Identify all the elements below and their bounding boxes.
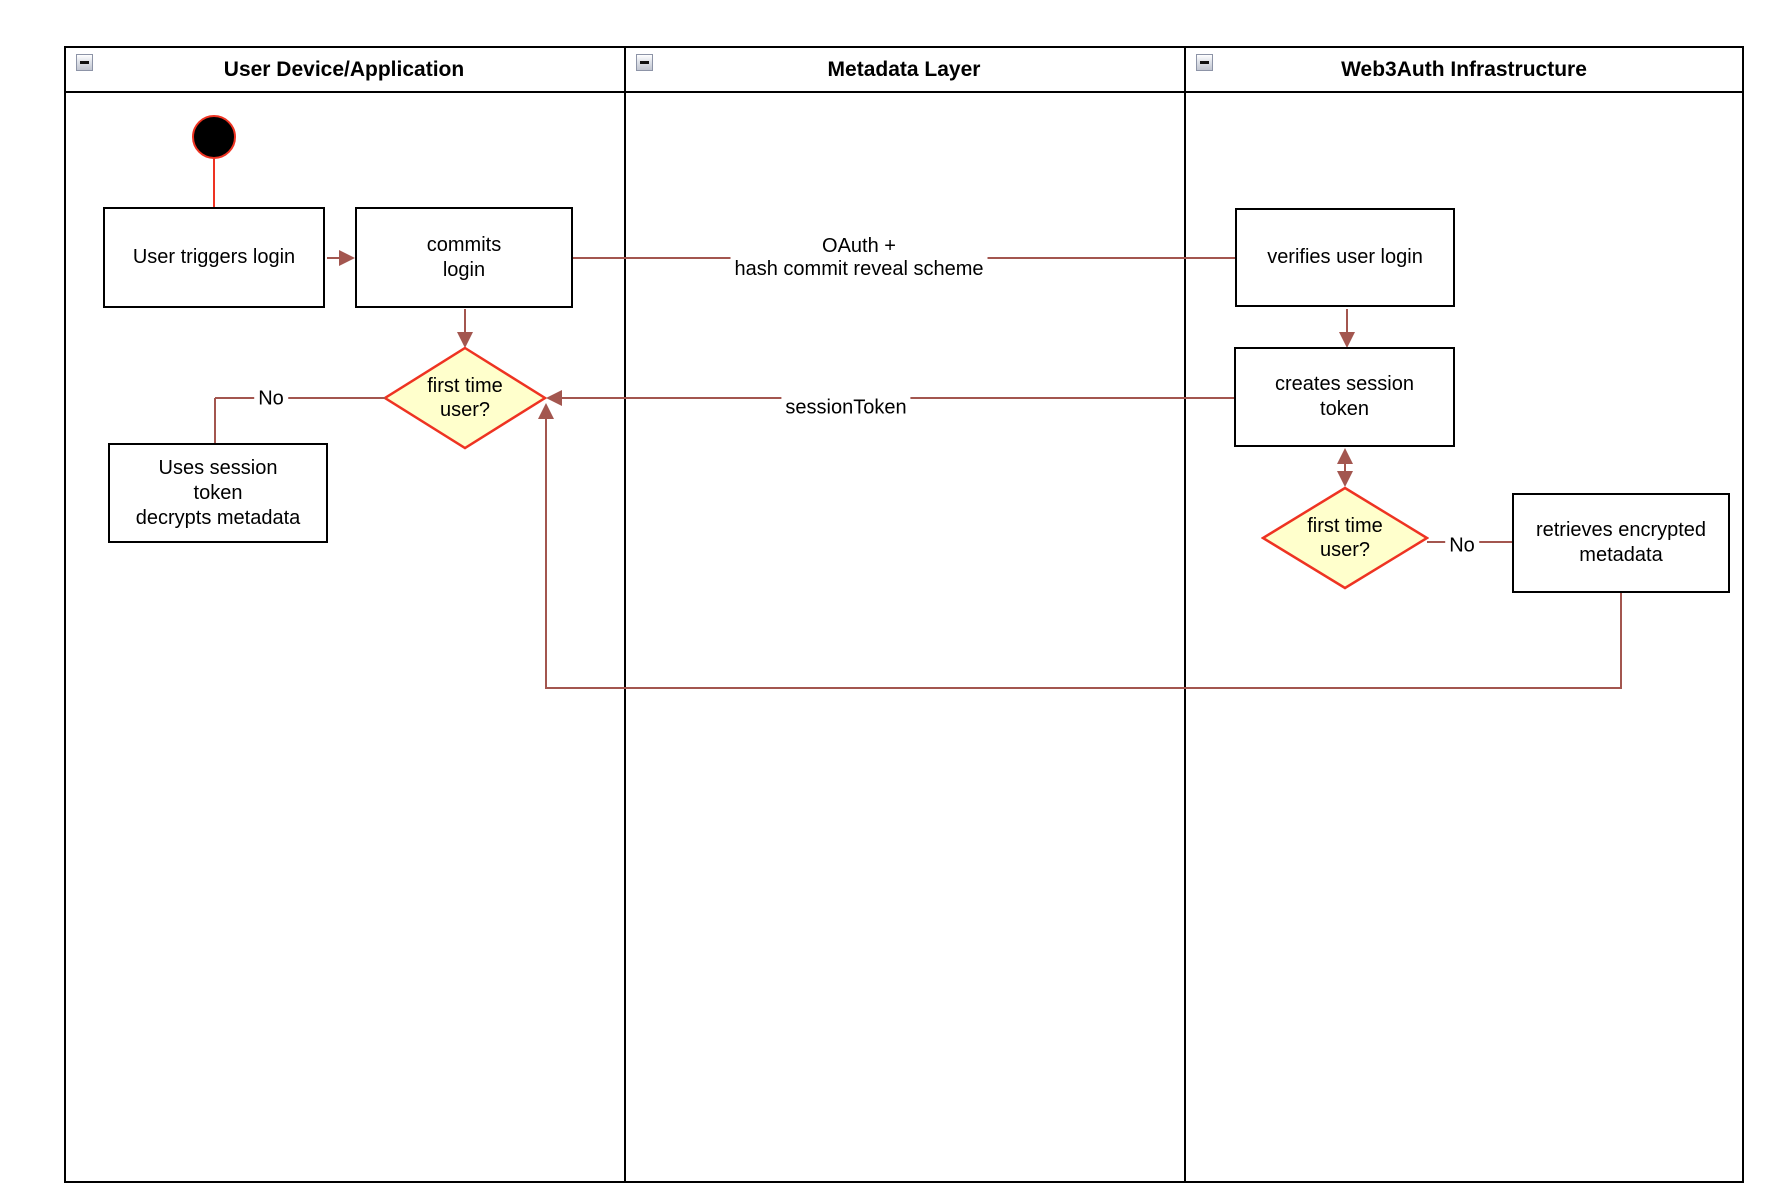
node-label: creates session token <box>1275 373 1414 420</box>
edge-no-device-vertical <box>214 398 216 444</box>
edge-start-to-user-triggers <box>213 159 215 207</box>
lane-separator-1 <box>624 46 626 1183</box>
collapse-icon[interactable] <box>76 54 93 71</box>
edge-label-no-device: No <box>254 386 288 412</box>
node-retrieves-encrypted-metadata[interactable]: retrieves encrypted metadata <box>1512 493 1730 593</box>
lane-separator-2 <box>1184 46 1186 1183</box>
decision-first-time-user-device[interactable]: first time user? <box>383 346 547 450</box>
arrowhead-down-icon <box>457 332 473 348</box>
minus-glyph <box>80 61 89 64</box>
edge-user-triggers-to-commits <box>327 257 339 259</box>
arrowhead-up-icon <box>538 403 554 419</box>
node-label: first time user? <box>427 375 503 421</box>
edge-label-oauth: OAuth + hash commit reveal scheme <box>730 234 988 282</box>
lane-header-user-device[interactable]: User Device/Application <box>223 58 465 81</box>
arrowhead-left-icon <box>546 390 562 406</box>
edge-commits-to-decision <box>464 309 466 332</box>
node-commits-login[interactable]: commits login <box>355 207 573 308</box>
node-verifies-user-login[interactable]: verifies user login <box>1235 208 1455 307</box>
edge-feedback-horizontal <box>545 687 1622 689</box>
start-node[interactable] <box>192 115 236 159</box>
node-creates-session-token[interactable]: creates session token <box>1234 347 1455 447</box>
edge-label-no-web3auth: No <box>1445 533 1479 559</box>
node-label: verifies user login <box>1267 246 1423 268</box>
arrowhead-down-icon <box>1339 332 1355 348</box>
arrowhead-down-icon <box>1337 471 1353 487</box>
edge-feedback-up <box>545 419 547 689</box>
lane-header-web3auth[interactable]: Web3Auth Infrastructure <box>1341 58 1587 81</box>
edge-creates-to-decision <box>1344 461 1346 475</box>
node-label: User triggers login <box>132 246 296 268</box>
minus-glyph <box>640 61 649 64</box>
decision-first-time-user-web3auth[interactable]: first time user? <box>1261 486 1429 590</box>
lane-header-separator <box>64 91 1744 93</box>
node-label: Uses session token decrypts metadata <box>135 456 301 529</box>
arrowhead-right-icon <box>339 250 355 266</box>
edge-verifies-to-creates <box>1346 309 1348 332</box>
diamond-shape-icon <box>383 346 547 450</box>
node-label: commits login <box>426 233 502 281</box>
edge-label-session-token: sessionToken <box>781 395 911 421</box>
node-user-triggers-login[interactable]: User triggers login <box>103 207 325 308</box>
diamond-shape-icon <box>1261 486 1429 590</box>
node-label: retrieves encrypted metadata <box>1535 519 1707 566</box>
collapse-icon[interactable] <box>1196 54 1213 71</box>
lane-header-metadata-layer[interactable]: Metadata Layer <box>827 58 981 81</box>
edge-no-device-horizontal <box>215 397 385 399</box>
node-uses-session-token[interactable]: Uses session token decrypts metadata <box>108 443 328 543</box>
minus-glyph <box>1200 61 1209 64</box>
arrowhead-up-icon <box>1337 448 1353 464</box>
node-label: first time user? <box>1307 515 1383 561</box>
edge-feedback-down <box>1620 593 1622 689</box>
collapse-icon[interactable] <box>636 54 653 71</box>
